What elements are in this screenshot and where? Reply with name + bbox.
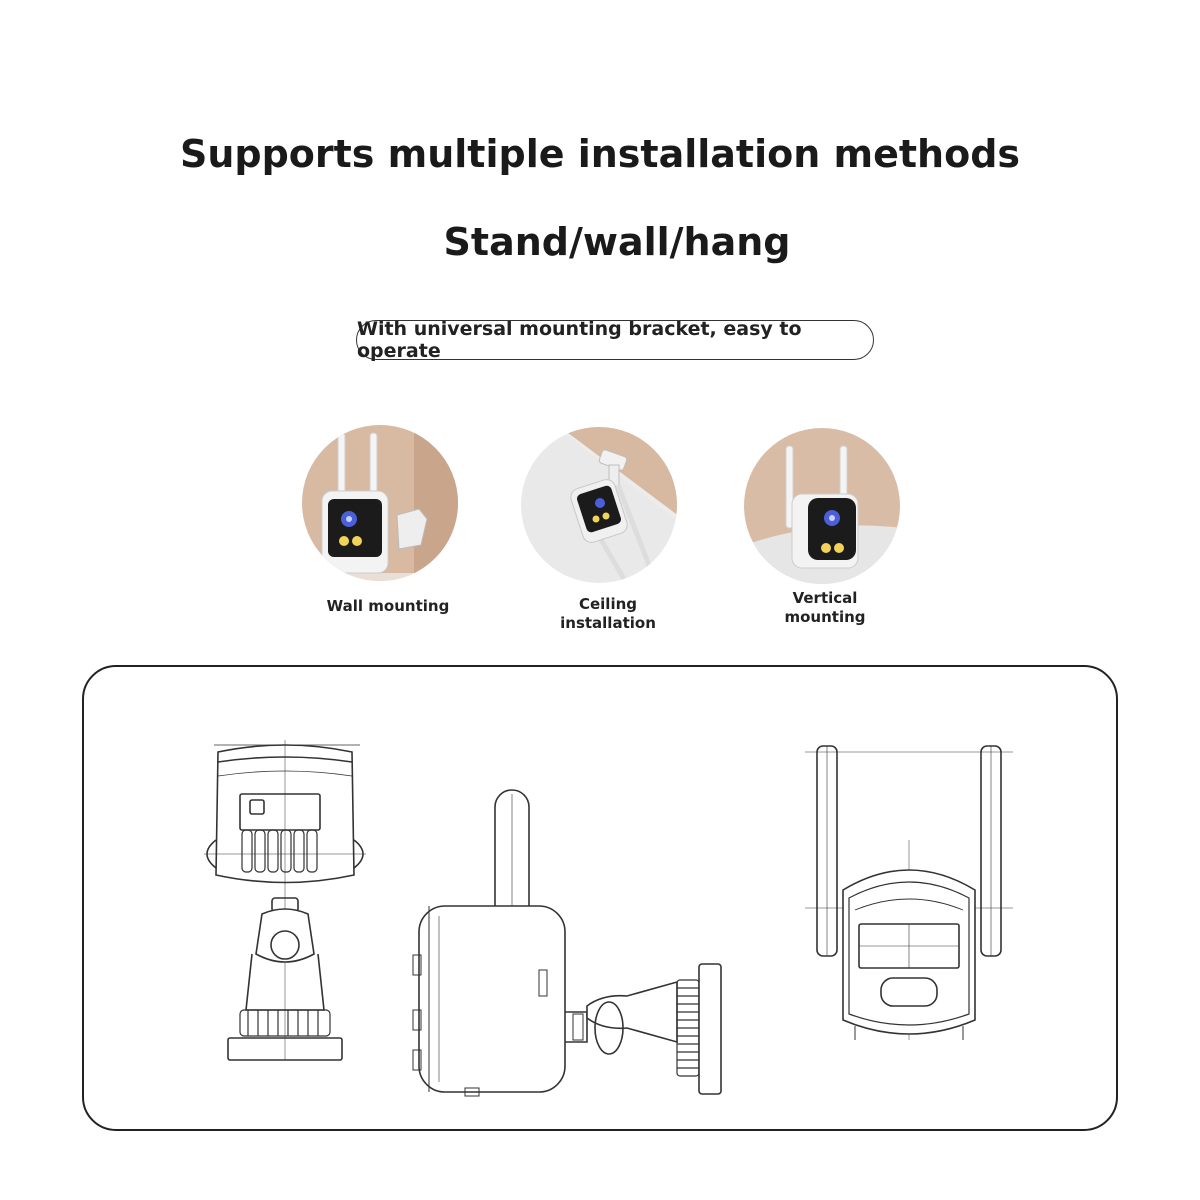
tagline-badge: With universal mounting bracket, easy to… (356, 318, 874, 362)
method-ceiling-installation-label: Ceiling installation (560, 595, 656, 632)
camera-stand-line-drawing (204, 740, 366, 1061)
method-wall-mounting-label: Wall mounting (326, 597, 450, 615)
camera-side-line-drawing (412, 789, 722, 1097)
method-ceiling-installation: Ceiling installation (520, 427, 700, 632)
page-subtitle: Stand/wall/hang (443, 220, 791, 264)
page-title: Supports multiple installation methods (179, 132, 1021, 176)
wall-mounted-camera-photo (302, 425, 458, 581)
method-vertical-mounting-label: Vertical mounting (784, 589, 866, 626)
method-wall-mounting: Wall mounting (300, 423, 480, 615)
camera-front-line-drawing (805, 745, 1013, 1040)
method-vertical-mounting: Vertical mounting (740, 428, 920, 626)
vertical-mounted-camera-photo (744, 428, 900, 584)
ceiling-mounted-camera-photo (521, 427, 677, 583)
